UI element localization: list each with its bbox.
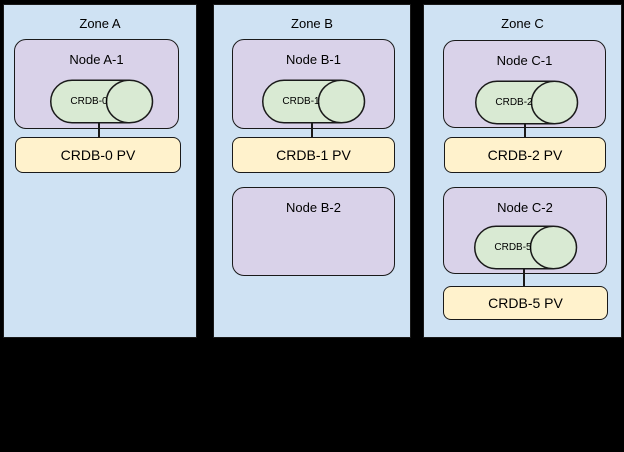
crdb-5-pv-label: CRDB-5 PV [488,295,563,311]
zone-a-title: Zone A [79,16,121,31]
crdb-0-database-cylinder-icon: CRDB-0 [49,79,154,124]
crdb-5-database-cylinder-icon: CRDB-5 [473,225,578,270]
crdb-1-pv-connector [311,123,313,138]
crdb-1-database-cylinder-icon: CRDB-1 [261,79,366,124]
node-b-1-label: Node B-1 [286,52,341,67]
crdb-2-pv-connector [524,124,526,138]
zone-c: Zone C Node C-1 CRDB-2 CRDB-2 PV Node C-… [423,4,622,338]
node-b-1: Node B-1 CRDB-1 [232,39,395,129]
crdb-1-pv: CRDB-1 PV [232,137,395,173]
node-a-1: Node A-1 CRDB-0 [14,39,179,129]
crdb-0-pv: CRDB-0 PV [15,137,181,173]
node-c-2: Node C-2 CRDB-5 [443,187,607,274]
zone-b: Zone B Node B-1 CRDB-1 CRDB-1 PV Node B-… [213,4,411,338]
crdb-1-label: CRDB-1 [282,96,320,107]
node-c-1-label: Node C-1 [496,53,553,68]
zone-b-title: Zone B [291,16,333,31]
crdb-0-pv-connector [98,123,100,138]
node-b-2: Node B-2 [232,187,395,276]
crdb-2-database-cylinder-icon: CRDB-2 [474,80,579,125]
crdb-5-pv: CRDB-5 PV [443,286,608,320]
crdb-5-pv-connector [523,269,525,286]
zone-a: Zone A Node A-1 CRDB-0 CRDB-0 PV [3,4,197,338]
crdb-2-label: CRDB-2 [495,97,533,108]
crdb-0-pv-label: CRDB-0 PV [60,147,136,163]
crdb-1-pv-label: CRDB-1 PV [276,147,351,163]
crdb-5-label: CRDB-5 [494,242,532,253]
crdb-0-label: CRDB-0 [70,96,108,107]
node-c-2-label: Node C-2 [497,200,553,215]
node-b-2-label: Node B-2 [286,200,341,215]
zone-c-title: Zone C [501,16,544,31]
crdb-2-pv: CRDB-2 PV [444,137,606,173]
node-c-1: Node C-1 CRDB-2 [443,40,606,128]
crdb-2-pv-label: CRDB-2 PV [487,147,563,163]
node-a-1-label: Node A-1 [69,52,124,67]
